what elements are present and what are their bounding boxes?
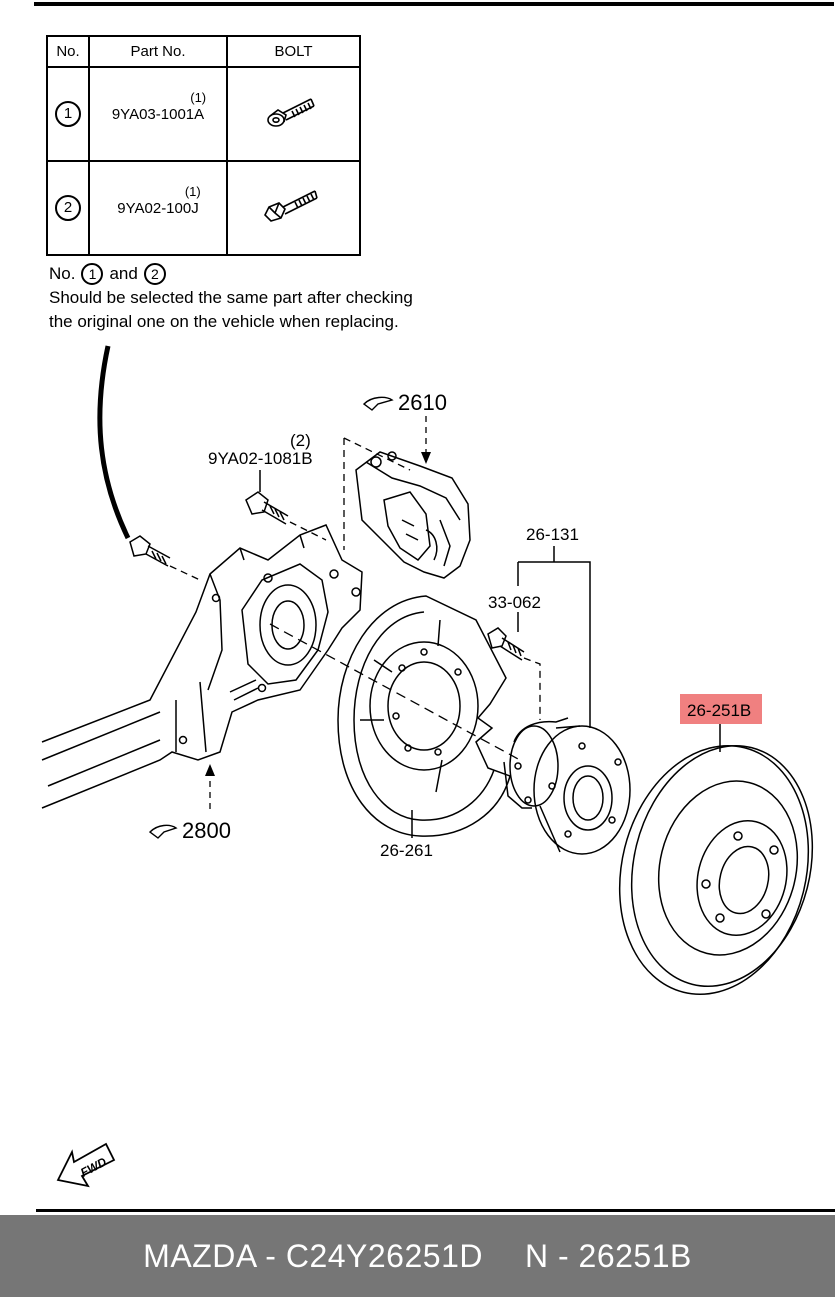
knuckle-assembly [41, 524, 363, 809]
exploded-brake-diagram: 2610 9YA02-1081B (2) 26-261 33-062 26-13… [41, 345, 814, 1188]
hub-bolt-label: 33-062 [488, 593, 541, 612]
hub-assembly-label: 26-131 [526, 525, 579, 544]
table-row: 1 9YA03-1001A(1) [46, 66, 361, 162]
caliper-ref-label: 2610 [398, 390, 447, 415]
part-number-cell: 9YA02-100J(1) [88, 160, 228, 256]
bolt-long-icon [263, 190, 318, 222]
caliper-reference: 2610 [362, 390, 447, 464]
header-part-no: Part No. [88, 35, 228, 68]
caliper-bolt-icon [245, 491, 289, 525]
brake-disc [618, 744, 814, 996]
ref-circle: 1 [81, 263, 104, 285]
footer-bar: MAZDA - C24Y26251D N - 26251B [0, 1215, 835, 1297]
bottom-border [36, 1209, 835, 1212]
row-number: 2 [46, 160, 90, 256]
note-ref: (1) [184, 183, 201, 199]
part-number: 9YA02-100J [117, 199, 199, 217]
brake-caliper [355, 451, 471, 579]
row-number: 1 [46, 66, 90, 162]
ref-circle: 2 [143, 263, 166, 285]
bolt-short-icon [266, 98, 315, 127]
hub-bolt-icon [487, 627, 525, 661]
brand-code: MAZDA - C24Y26251D [143, 1237, 483, 1274]
hand-pointer-icon [362, 396, 394, 411]
header-bolt: BOLT [226, 35, 361, 68]
disc-label-highlight [680, 694, 762, 724]
top-border [34, 2, 834, 6]
bolt-cell [226, 66, 361, 162]
knuckle-ref-label: 2800 [182, 818, 231, 843]
wheel-hub [503, 717, 631, 855]
forward-arrow-icon: FWD [56, 1142, 116, 1188]
dust-shield [337, 595, 511, 837]
note-line: Should be selected the same part after c… [49, 288, 413, 307]
selection-note: No. 1 and 2 Should be selected the same … [49, 262, 413, 334]
table-header-row: No. Part No. BOLT [46, 35, 361, 68]
caliper-bolt-label: 9YA02-1081B [208, 449, 313, 468]
knuckle-reference: 2800 [148, 764, 231, 843]
part-number: 9YA03-1001A [111, 105, 205, 123]
bolt-selection-table: No. Part No. BOLT 1 9YA03-1001A(1) 2 [46, 35, 361, 256]
caliper-bolt-note: (2) [290, 431, 311, 450]
bolt-icon [129, 535, 171, 567]
dust-shield-label: 26-261 [380, 841, 433, 860]
note-line: the original one on the vehicle when rep… [49, 312, 399, 331]
body-edge [97, 345, 131, 540]
header-no: No. [46, 35, 90, 68]
note-ref: (1) [190, 89, 207, 105]
table-row: 2 9YA02-100J(1) [46, 160, 361, 256]
part-code: N - 26251B [524, 1237, 692, 1274]
part-number-cell: 9YA03-1001A(1) [88, 66, 228, 162]
hand-pointer-icon [148, 824, 178, 839]
bolt-cell [226, 160, 361, 256]
disc-label[interactable]: 26-251B [687, 701, 751, 720]
